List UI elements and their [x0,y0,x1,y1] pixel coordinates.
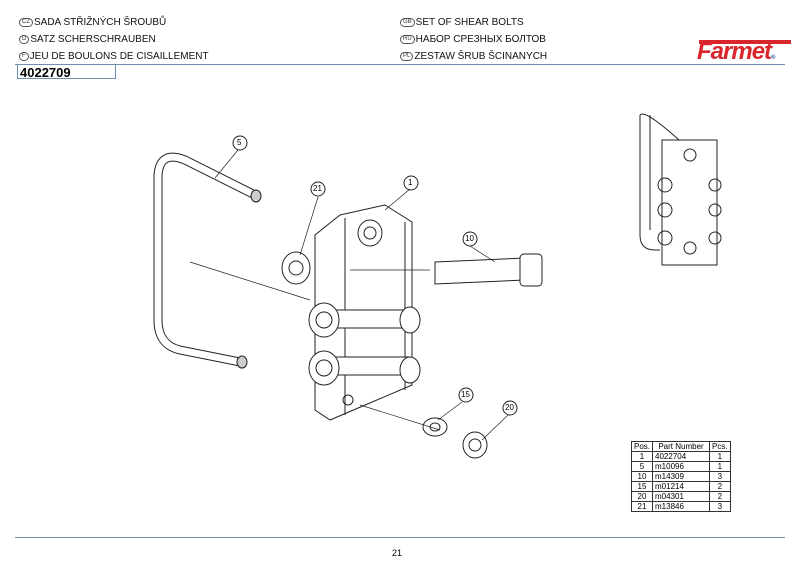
callout-20: 20 [505,403,514,412]
footer-divider [15,537,785,538]
callout-21: 21 [313,184,322,193]
callout-10: 10 [465,234,474,243]
callout-15: 15 [461,390,470,399]
part-number-box: 4022709 [17,64,116,80]
nuts [281,219,488,459]
u-bolt [153,152,262,369]
farmet-logo: Farmet® [697,38,791,66]
callout-circles [232,135,518,416]
callout-1: 1 [408,178,413,187]
callout-5: 5 [237,138,242,147]
header-divider [15,64,785,65]
leader-lines [189,149,509,441]
assembly-inset [639,113,722,266]
page-number: 21 [392,548,403,558]
